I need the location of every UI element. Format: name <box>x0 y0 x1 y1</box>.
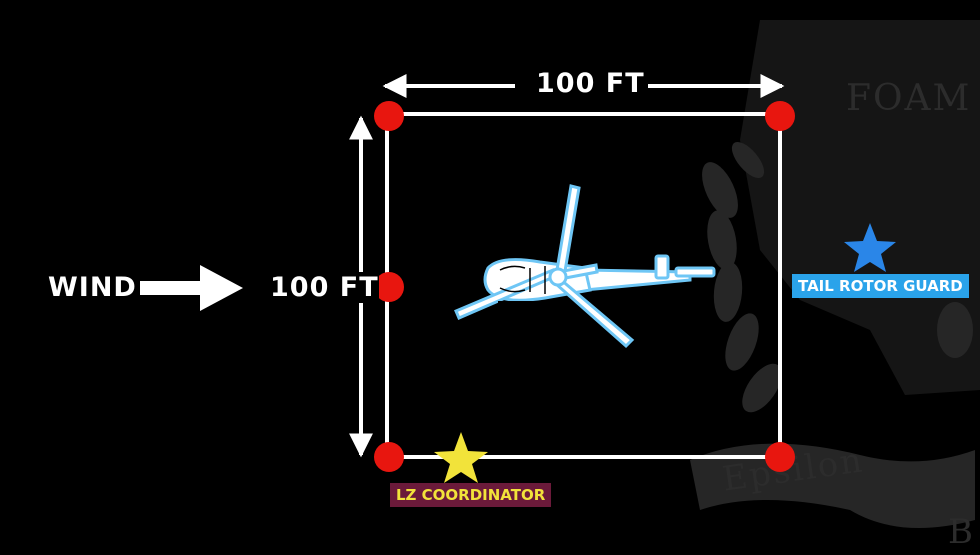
tail-rotor-guard-star-icon <box>844 223 896 272</box>
marker-top-left <box>374 101 404 131</box>
marker-bottom-right <box>765 442 795 472</box>
marker-bottom-left <box>374 442 404 472</box>
marker-dot-icon <box>374 101 795 472</box>
tail-rotor-guard-badge: TAIL ROTOR GUARD <box>792 274 969 298</box>
marker-mid-left <box>374 272 404 302</box>
top-dimension-label: 100 FT <box>536 68 645 99</box>
lz-coordinator-badge: LZ COORDINATOR <box>390 483 552 507</box>
helicopter-detail <box>499 265 546 294</box>
right-arrow-icon <box>140 265 243 311</box>
watermark-foam-text: FOAM <box>846 78 972 119</box>
watermark-corner-letter: B <box>948 512 975 552</box>
marker-top-right <box>765 101 795 131</box>
side-dimension-label: 100 FT <box>270 272 379 303</box>
helicopter-icon <box>454 184 716 349</box>
lz-coordinator-star-icon <box>434 432 488 483</box>
wind-label: WIND <box>48 272 137 303</box>
